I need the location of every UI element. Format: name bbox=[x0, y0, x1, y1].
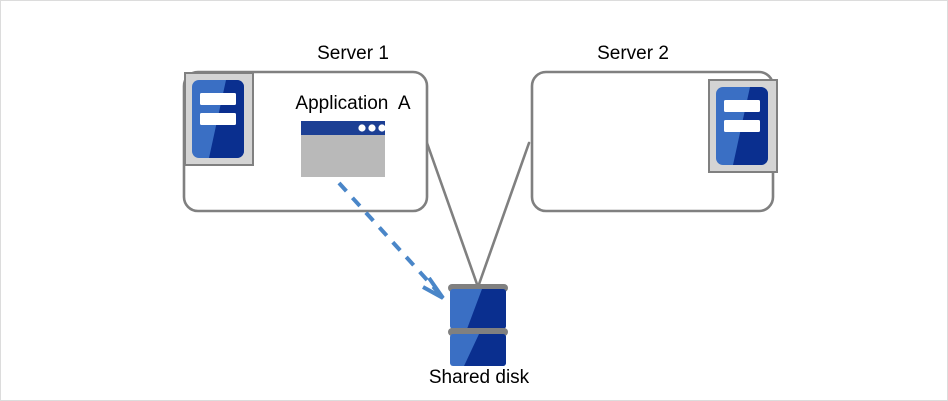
connector-server2-to-disk bbox=[476, 141, 531, 289]
window-dot-2 bbox=[368, 124, 376, 132]
window-dot-3 bbox=[378, 124, 386, 132]
server1-label: Server 1 bbox=[317, 43, 389, 64]
server1-server-icon bbox=[184, 72, 254, 166]
disk-platter-bottom bbox=[450, 334, 506, 366]
connector-server1-to-disk bbox=[425, 141, 480, 289]
arrow-application-to-disk bbox=[337, 181, 445, 300]
server2-label: Server 2 bbox=[597, 43, 669, 64]
application-label: Application A bbox=[295, 93, 411, 114]
window-dot-1 bbox=[358, 124, 366, 132]
application-window-icon bbox=[301, 121, 386, 177]
shared-disk-label: Shared disk bbox=[428, 367, 530, 388]
shared-disk-icon bbox=[448, 284, 508, 366]
server2-server-icon bbox=[708, 79, 778, 173]
disk-platter-top bbox=[450, 289, 506, 329]
